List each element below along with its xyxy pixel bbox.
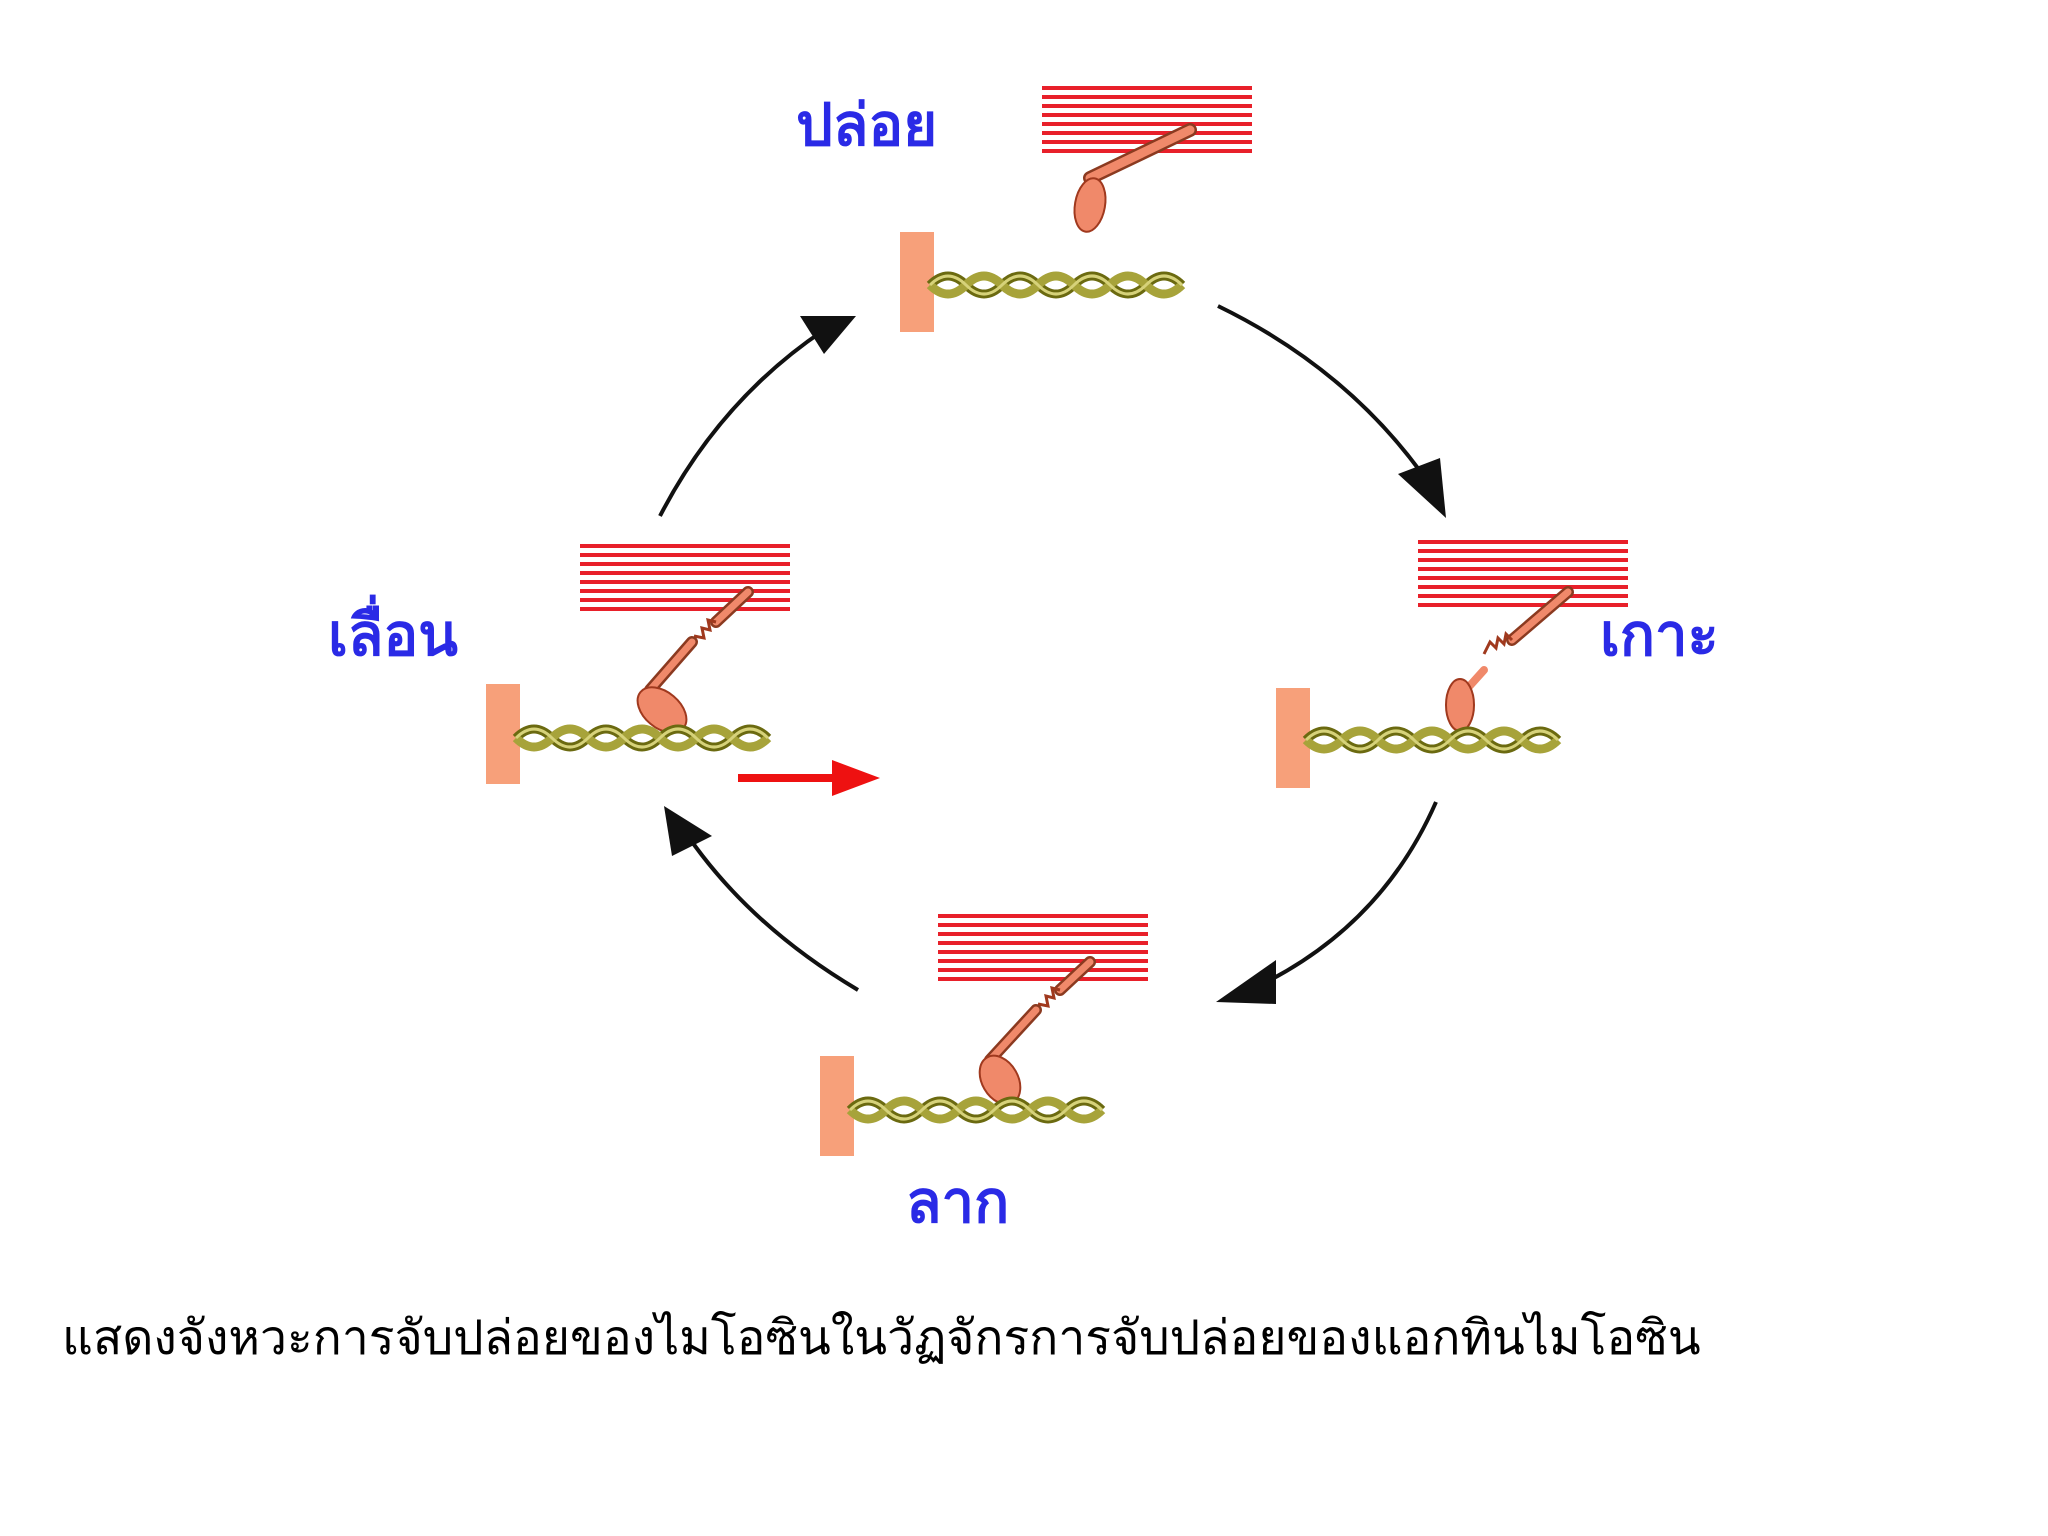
cycle-arrow-slide-to-release bbox=[658, 328, 826, 517]
actin-slide bbox=[516, 729, 768, 747]
actin-pull bbox=[850, 1101, 1102, 1119]
myosin-filament-release bbox=[1040, 86, 1254, 153]
label-release: ปล่อย bbox=[796, 91, 937, 159]
stage-slide: เลื่อน bbox=[328, 544, 880, 796]
myosin-head-release bbox=[1073, 177, 1107, 233]
label-pull: ลาก bbox=[906, 1168, 1009, 1236]
myosin-filament-attach bbox=[1416, 540, 1630, 607]
stage-attach: เกาะ bbox=[1276, 540, 1719, 788]
label-attach: เกาะ bbox=[1600, 601, 1719, 669]
myosin-filament-slide bbox=[578, 544, 792, 611]
cycle-arrow-pull-to-slide bbox=[674, 816, 860, 992]
actin-release bbox=[930, 276, 1182, 294]
stage-pull: ลาก bbox=[820, 914, 1150, 1236]
movement-arrow-head bbox=[832, 760, 880, 796]
diagram-caption: แสดงจังหวะการจับปล่อยของไมโอซินในวัฏจักร… bbox=[62, 1310, 1701, 1366]
stage-release: ปล่อย bbox=[796, 86, 1254, 332]
myosin-filament-pull bbox=[936, 914, 1150, 981]
actin-attach bbox=[1306, 731, 1558, 749]
label-slide: เลื่อน bbox=[328, 594, 458, 669]
cycle-arrow-attach-to-pull bbox=[1249, 801, 1438, 992]
myosin-head-attach bbox=[1445, 678, 1475, 732]
cycle-arrows bbox=[658, 304, 1446, 1004]
